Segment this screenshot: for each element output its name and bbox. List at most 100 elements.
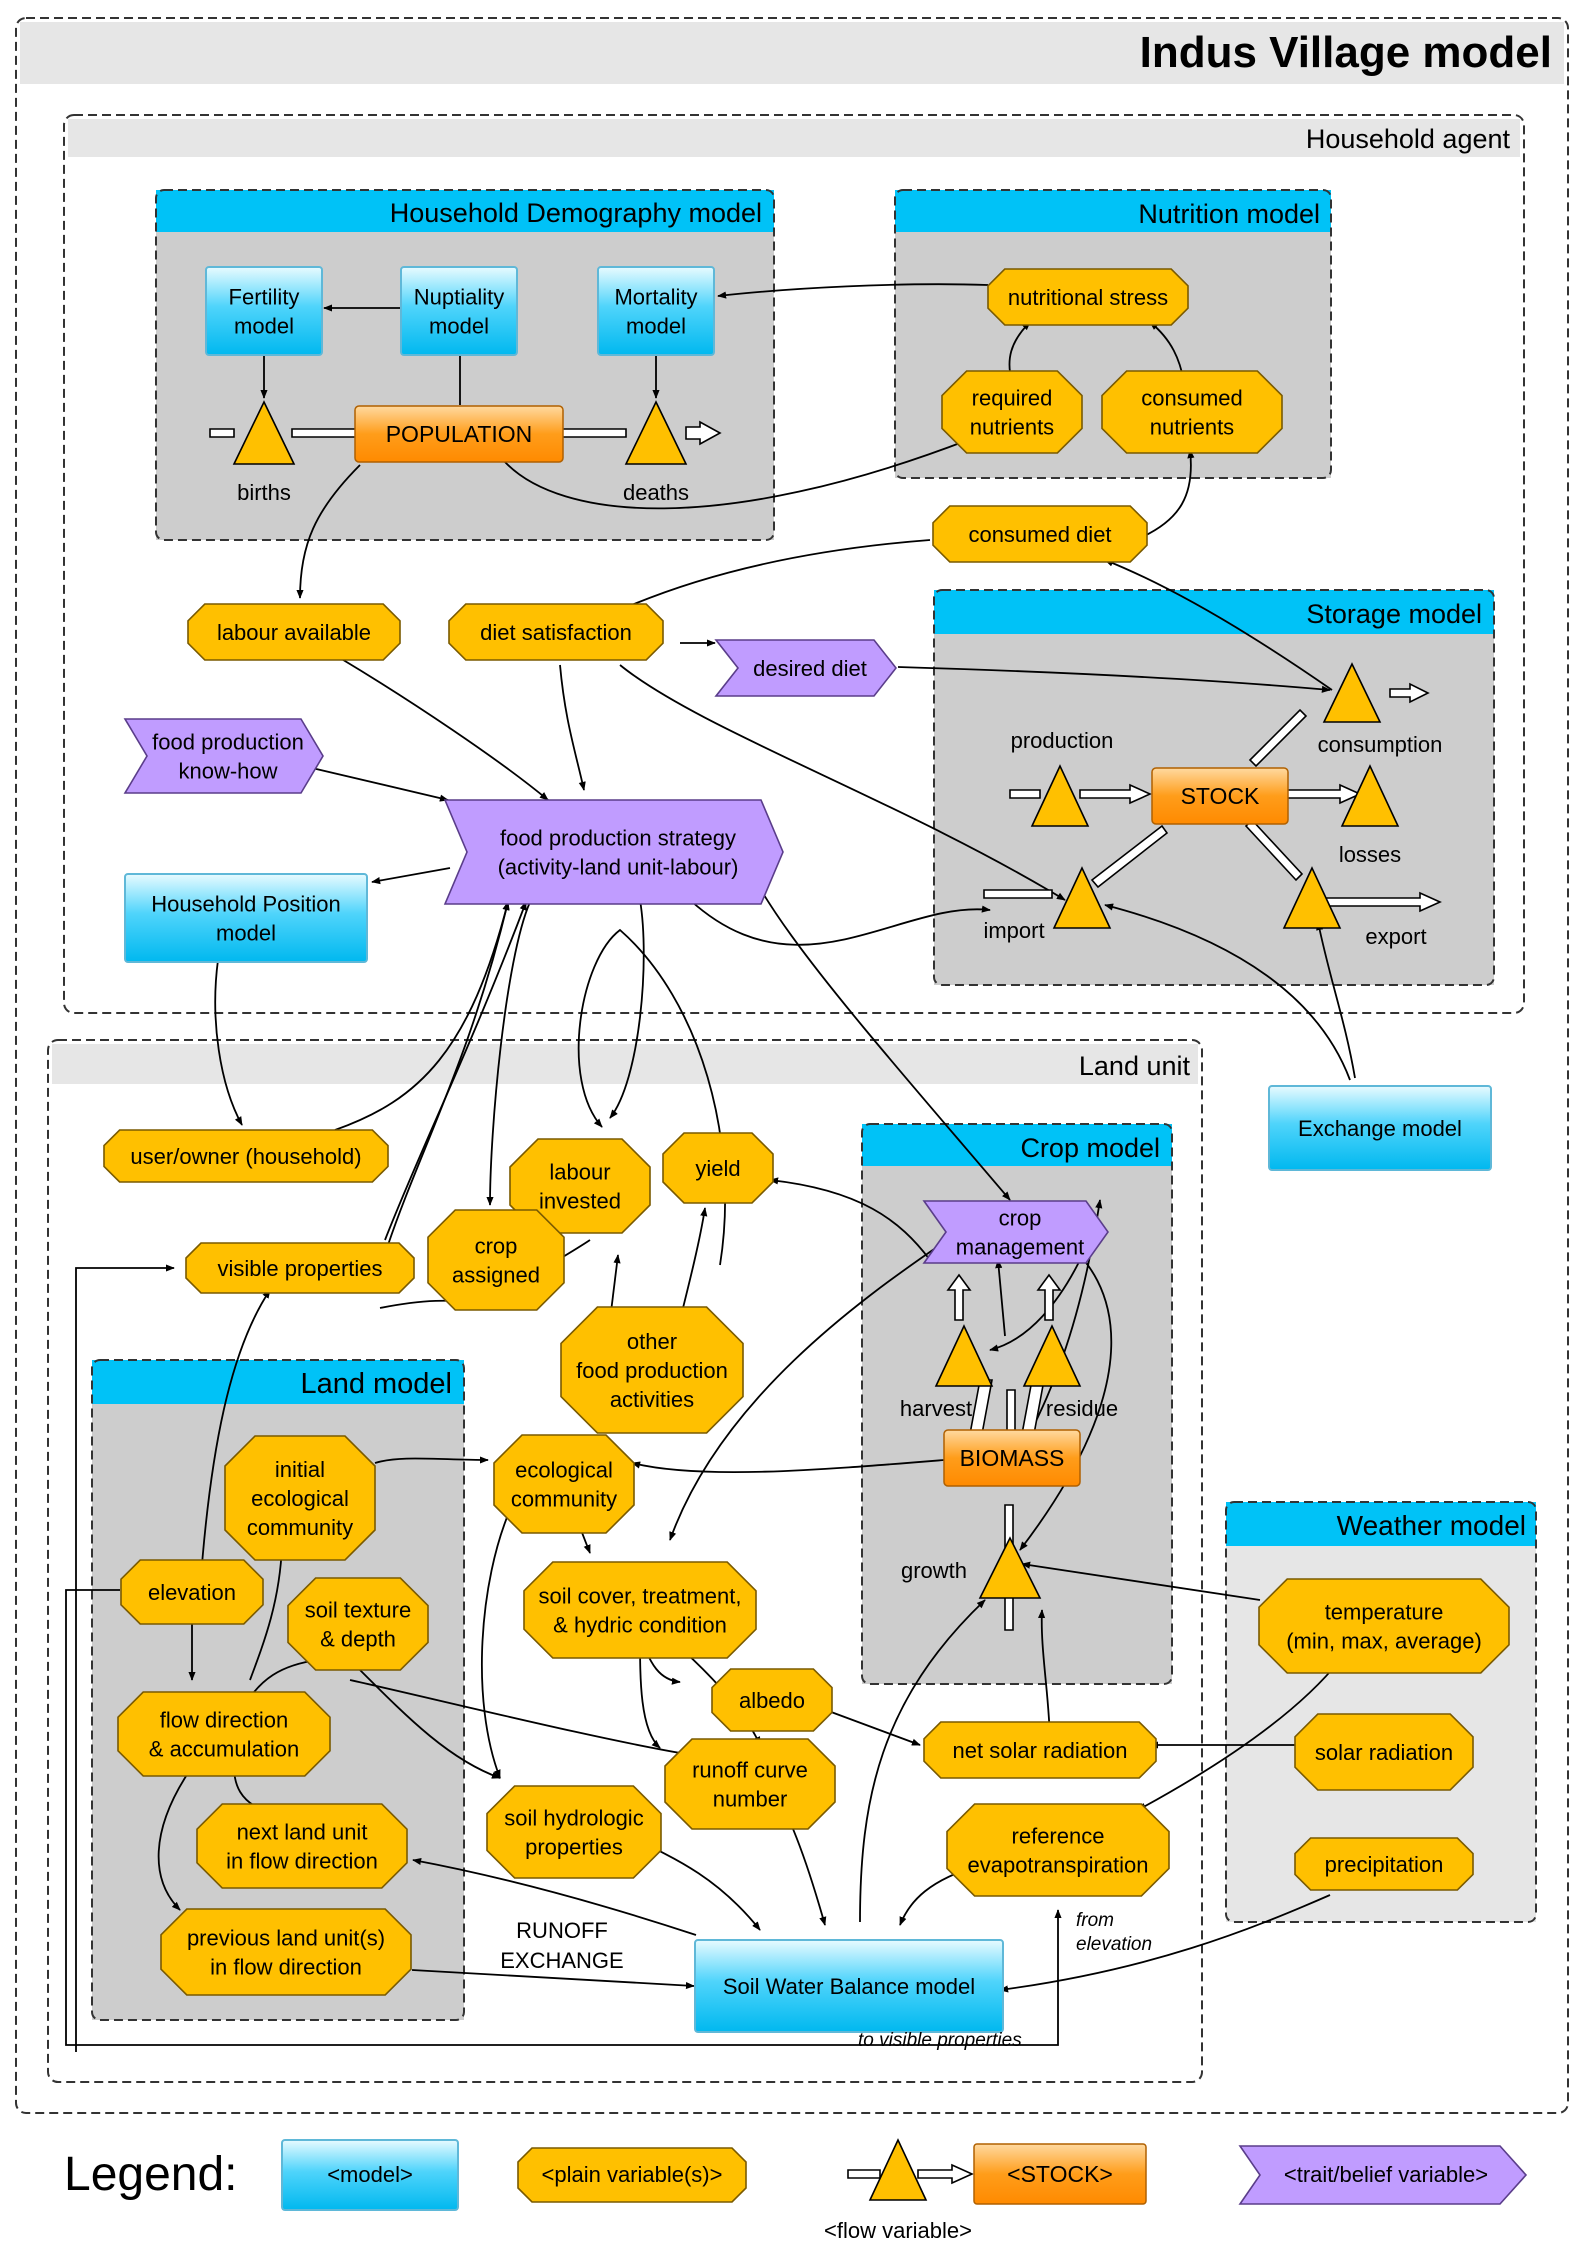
var-soil-hydrologic-shape: [486, 1785, 662, 1879]
var-consumed-diet-shape: [932, 505, 1148, 563]
model-household-position-shape: [124, 873, 368, 963]
var-solar-radiation: solar radiation: [1294, 1713, 1474, 1791]
var-soil-texture: soil texture& depth: [287, 1577, 429, 1671]
var-nutritional-stress-shape: [987, 268, 1189, 326]
trait-food-know-how-label-1: food production: [152, 730, 304, 755]
legend-stock-label: <STOCK>: [1007, 2161, 1113, 2187]
var-runoff-curve-shape: [664, 1738, 836, 1830]
legend-trait-label: <trait/belief variable>: [1284, 2162, 1488, 2187]
flow-export-label: export: [1365, 924, 1426, 949]
flow-import-label: import: [983, 918, 1044, 943]
annotation-from-elevation-1: from: [1076, 1910, 1114, 1931]
flow-production-label: production: [1011, 728, 1114, 753]
flow-pipes: [209, 420, 1442, 1631]
model-soil-water-balance[interactable]: Soil Water Balance model: [694, 1939, 1004, 2033]
legend-model-swatch: [281, 2139, 459, 2211]
nutrition-title: Nutrition model: [1138, 199, 1320, 229]
legend-title: Legend:: [64, 2148, 238, 2201]
var-initial-eco-shape: [224, 1435, 376, 1561]
var-elevation-label-1: elevation: [148, 1580, 236, 1605]
var-precipitation-shape: [1294, 1837, 1474, 1891]
var-initial-eco-label-2: ecological: [251, 1486, 349, 1511]
household-agent-label: Household agent: [1306, 124, 1511, 154]
var-initial-eco-label-1: initial: [275, 1457, 325, 1482]
flow-growth-triangle: [978, 1536, 1042, 1599]
flow-triangles: [232, 400, 1400, 1599]
var-soil-texture-label-1: soil texture: [305, 1598, 411, 1623]
var-previous-land-shape: [160, 1908, 412, 1996]
var-albedo-label-1: albedo: [739, 1688, 805, 1713]
var-elevation-shape: [120, 1559, 264, 1625]
model-mortality-shape: [597, 266, 715, 356]
var-consumed-diet: consumed diet: [932, 505, 1148, 563]
weather-title: Weather model: [1337, 1510, 1526, 1541]
var-reference-evapo-shape: [946, 1803, 1170, 1897]
var-diet-satisfaction: diet satisfaction: [448, 603, 664, 661]
trait-food-strategy-shape: [443, 799, 784, 905]
var-labour-available-label-1: labour available: [217, 620, 371, 645]
var-diet-satisfaction-shape: [448, 603, 664, 661]
var-crop-assigned-shape: [427, 1209, 565, 1311]
trait-food-strategy-label-1: food production strategy: [500, 826, 736, 851]
var-runoff-curve-label-2: number: [713, 1787, 788, 1812]
flow-births-label: births: [237, 480, 291, 505]
flow-residue-triangle: [1022, 1324, 1082, 1387]
var-labour-available: labour available: [187, 603, 401, 661]
var-other-food-shape: [560, 1306, 744, 1434]
model-nuptiality-label-1: Nuptiality: [414, 285, 504, 310]
flow-harvest-triangle: [934, 1324, 994, 1387]
var-reference-evapo-label-2: evapotranspiration: [967, 1853, 1148, 1878]
flow-export-triangle: [1282, 866, 1342, 929]
var-visible-properties-shape: [185, 1242, 415, 1294]
var-temperature-label-1: temperature: [1325, 1600, 1444, 1625]
var-previous-land-label-1: previous land unit(s): [187, 1926, 385, 1951]
storage-title: Storage model: [1306, 599, 1482, 629]
model-household-position-label-2: model: [216, 921, 276, 946]
legend-flow-label: <flow variable>: [824, 2218, 972, 2243]
var-nutritional-stress: nutritional stress: [987, 268, 1189, 326]
flow-losses-label: losses: [1339, 842, 1401, 867]
var-soil-cover-label-2: & hydric condition: [553, 1613, 727, 1638]
stock-biomass-label: BIOMASS: [960, 1445, 1065, 1471]
var-labour-invested-label-1: labour: [549, 1160, 610, 1185]
land-unit-section: Land unit: [47, 1039, 1203, 2083]
flow-losses-triangle: [1340, 764, 1400, 827]
var-user-owner-label-1: user/owner (household): [130, 1144, 361, 1169]
var-next-land-label-1: next land unit: [237, 1820, 368, 1845]
flow-consumption-triangle: [1322, 662, 1382, 723]
flow-import-triangle: [1052, 866, 1112, 929]
flow-deaths-label: deaths: [623, 480, 689, 505]
var-yield-label-1: yield: [695, 1156, 740, 1181]
model-fertility-label-2: model: [234, 314, 294, 339]
var-flow-direction: flow direction& accumulation: [117, 1691, 331, 1777]
trait-crop-management-label-1: crop: [999, 1206, 1042, 1231]
var-albedo: albedo: [711, 1668, 833, 1732]
stocks: POPULATION STOCK BIOMASS: [354, 405, 1289, 1487]
var-yield: yield: [662, 1132, 774, 1204]
trait-food-strategy: food production strategy (activity-land u…: [443, 799, 784, 905]
var-soil-cover-shape: [523, 1561, 757, 1659]
trait-desired-diet: desired diet: [714, 639, 898, 697]
var-ecological-community-label-2: community: [511, 1487, 617, 1512]
flow-labels: births deaths production consumption los…: [237, 480, 1442, 1583]
trait-food-strategy-label-2: (activity-land unit-labour): [498, 855, 739, 880]
trait-desired-diet-shape: [714, 639, 898, 697]
model-exchange[interactable]: Exchange model: [1268, 1085, 1492, 1171]
var-soil-texture-shape: [287, 1577, 429, 1671]
var-other-food-label-2: food production: [576, 1358, 728, 1383]
var-soil-cover: soil cover, treatment,& hydric condition: [523, 1561, 757, 1659]
demography-panel: Household Demography model: [155, 189, 775, 541]
land-unit-label: Land unit: [1079, 1051, 1191, 1081]
var-nutritional-stress-label-1: nutritional stress: [1008, 285, 1168, 310]
